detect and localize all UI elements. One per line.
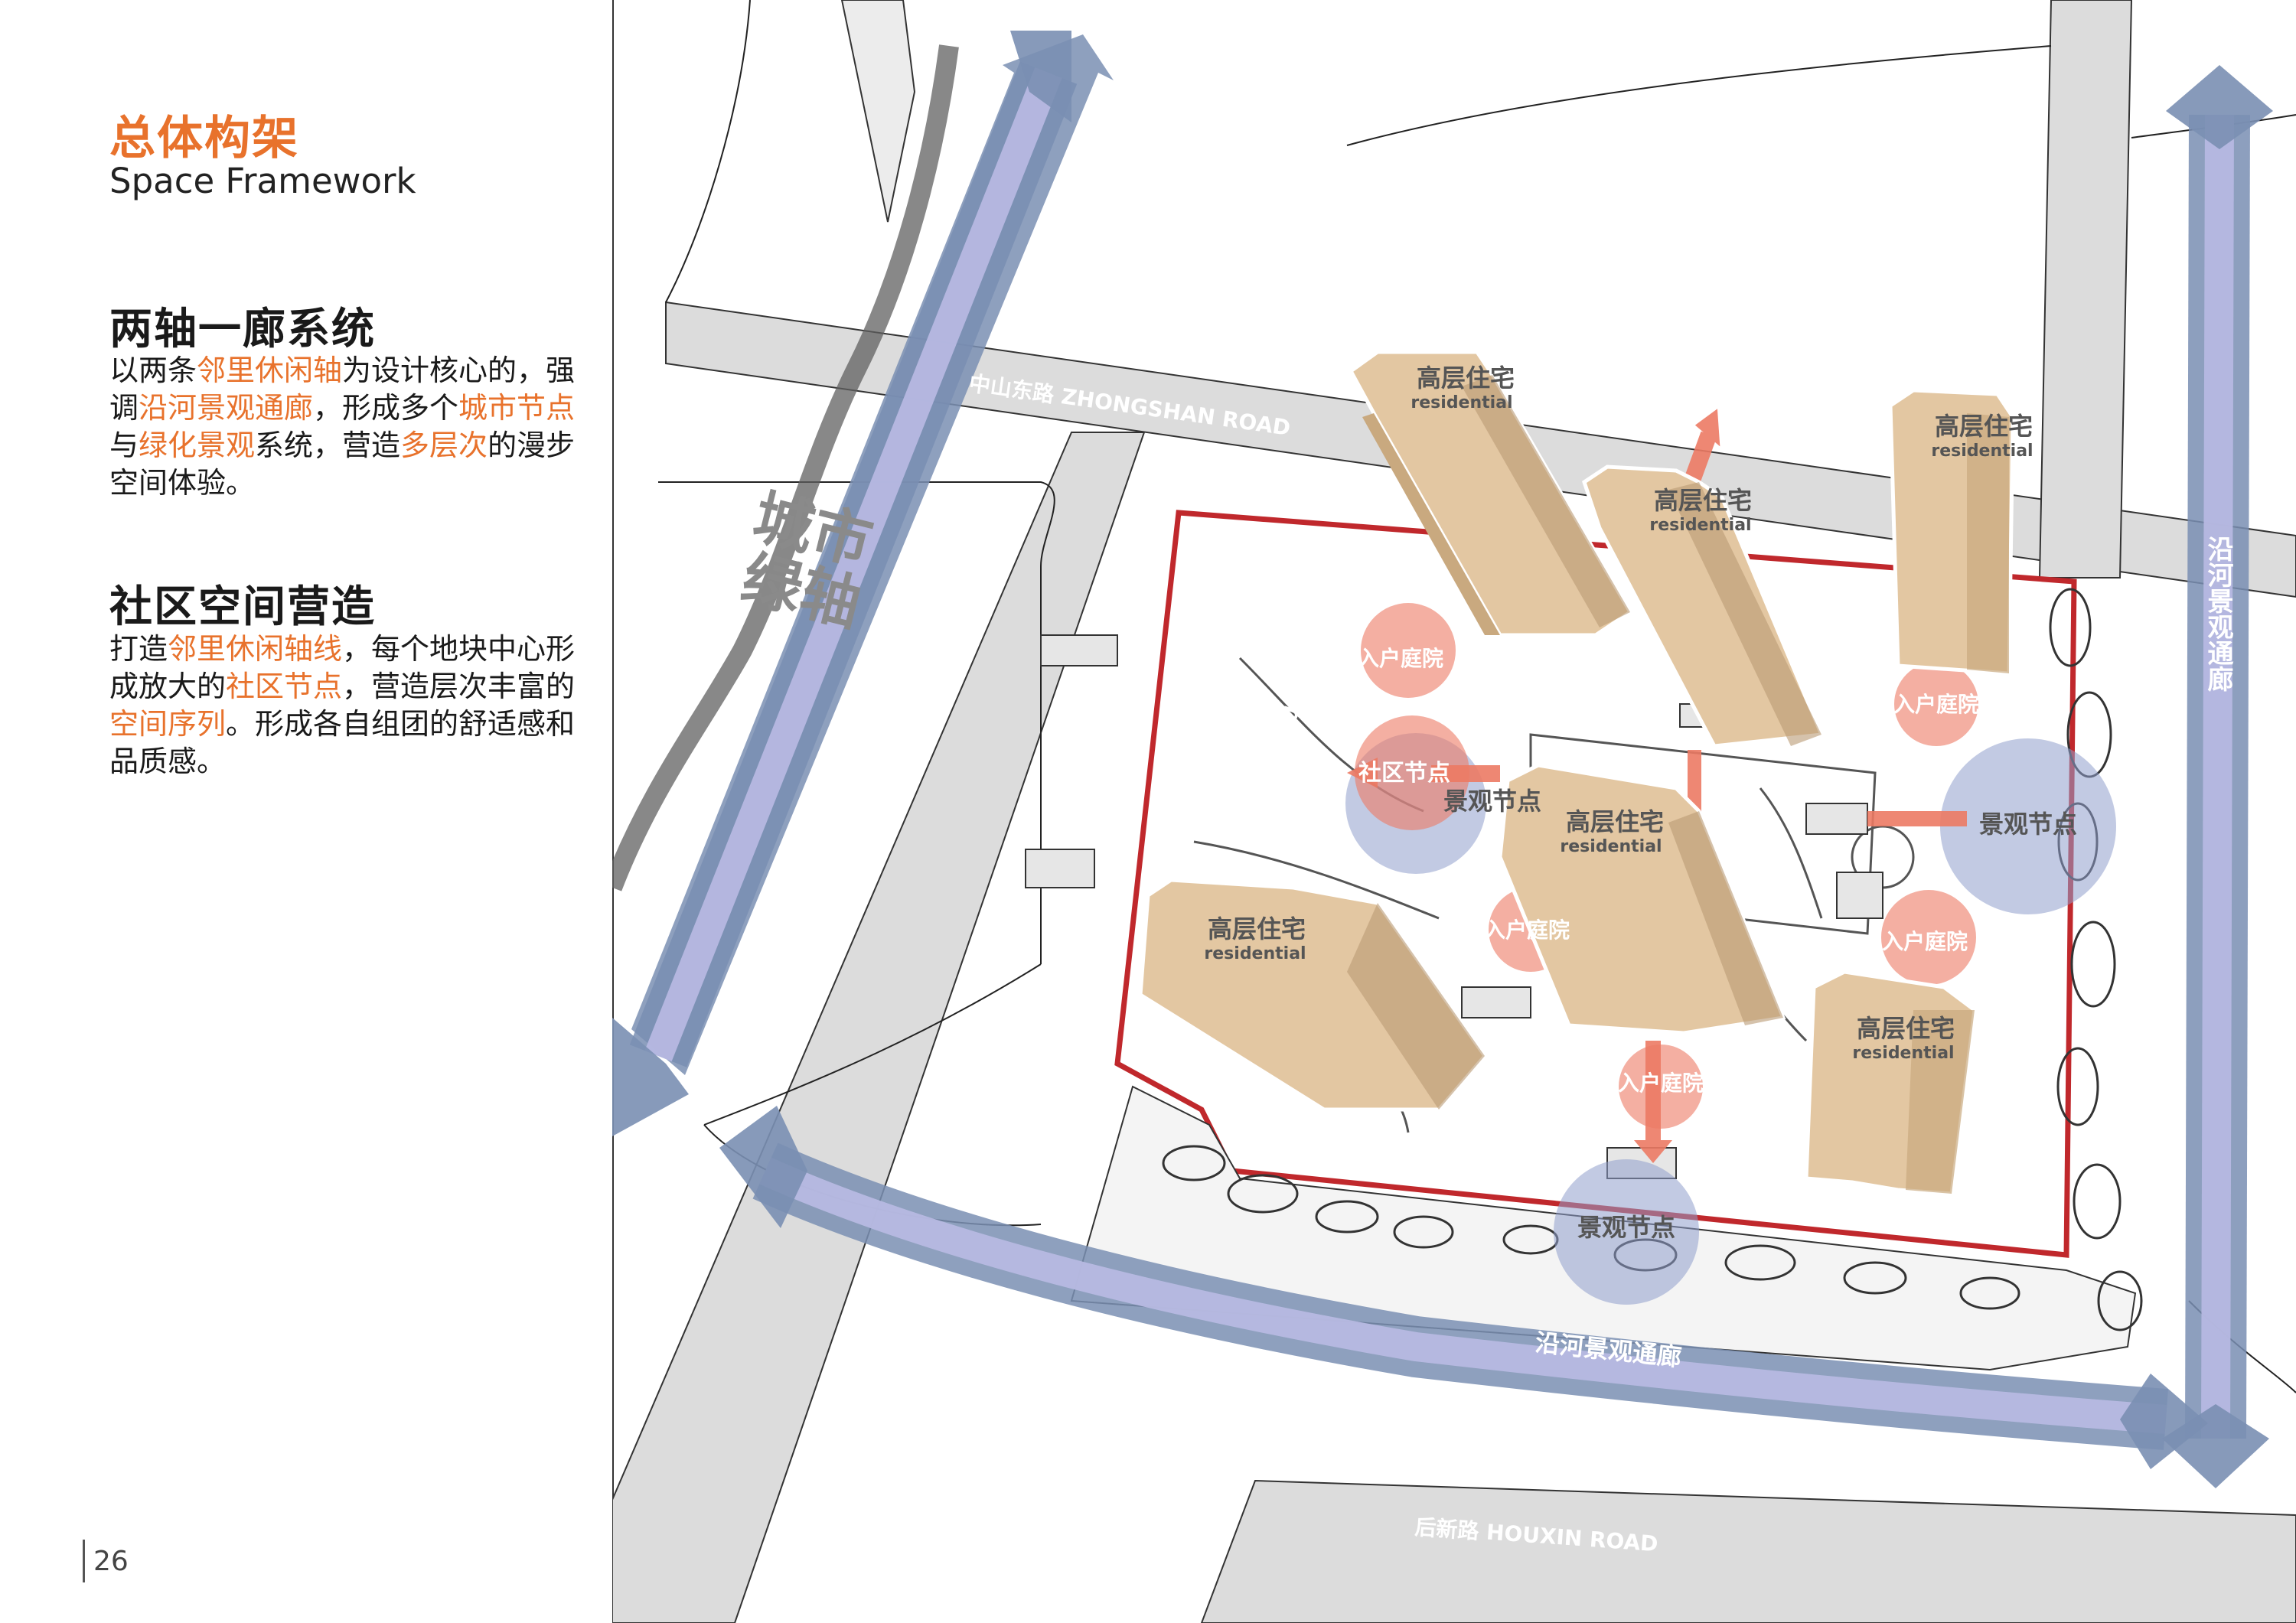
section1-line: 以两条邻里休闲轴为设计核心的，强 <box>109 352 615 389</box>
building-3-label-en: residential <box>1931 442 2033 461</box>
highlight-text: 邻里休闲轴 <box>197 354 343 387</box>
body-text: 打造 <box>109 632 168 666</box>
node-circle-entry-4 <box>1881 890 1976 985</box>
body-text: 品质感。 <box>109 745 227 778</box>
text-panel: 总体构架 Space Framework 两轴一廊系统 以两条邻里休闲轴为设计核… <box>0 0 612 1623</box>
node-circle-community <box>1355 715 1469 830</box>
landscape-node-label-1: 景观节点 <box>1443 787 1541 816</box>
page-number: 26 <box>93 1546 129 1577</box>
section1-paragraph: 以两条邻里休闲轴为设计核心的，强调沿河景观通廊，形成多个城市节点与绿化景观系统，… <box>109 352 615 502</box>
city-axis-strip <box>612 44 959 891</box>
body-text: 成放大的 <box>109 670 227 703</box>
building-5-label-en: residential <box>1204 944 1306 963</box>
body-text: 空间体验。 <box>109 466 256 500</box>
building-1-label-en: residential <box>1411 393 1512 412</box>
river-corridor-right-text: 沿河景观通廊 <box>2203 536 2233 693</box>
river-corridor-bottom <box>719 1106 2208 1469</box>
body-text: 与 <box>109 429 139 462</box>
entry-label-4: 入户庭院 <box>1882 929 1968 954</box>
section2-title: 社区空间营造 <box>109 582 376 632</box>
node-circle-entry-2 <box>1894 662 1978 746</box>
section2-line: 成放大的社区节点，营造层次丰富的 <box>109 668 615 706</box>
building-2-label: 高层住宅 <box>1654 486 1752 515</box>
node-circle-landscape-3 <box>1554 1159 1699 1305</box>
body-text: ，营造层次丰富的 <box>342 670 576 703</box>
section1-line: 空间体验。 <box>109 464 615 502</box>
page-subtitle: Space Framework <box>109 161 416 201</box>
building-6 <box>1804 970 1977 1196</box>
building-4-label: 高层住宅 <box>1566 807 1664 836</box>
body-text: ，形成多个 <box>313 391 459 425</box>
highlight-text: 社区节点 <box>226 670 343 703</box>
highlight-text: 邻里休闲轴线 <box>168 632 343 666</box>
building-2 <box>1582 464 1825 748</box>
building-4-label-en: residential <box>1560 837 1662 856</box>
body-text: 系统，营造 <box>255 429 401 462</box>
landscape-node-label-3: 景观节点 <box>1577 1213 1675 1242</box>
site-plan-map: 中山东路 ZHONGSHAN ROAD 邱隘大道 QIUAI ROAD 后新路 … <box>612 0 2296 1623</box>
building-5 <box>1138 878 1488 1112</box>
building-labels: 高层住宅 residential 高层住宅 residential 高层住宅 r… <box>1204 363 2033 1063</box>
building-3-label: 高层住宅 <box>1935 412 2033 441</box>
section1-line: 调沿河景观通廊，形成多个城市节点 <box>109 389 615 427</box>
body-text: ，每个地块中心形 <box>342 632 576 666</box>
section2-paragraph: 打造邻里休闲轴线，每个地块中心形成放大的社区节点，营造层次丰富的空间序列。形成各… <box>109 631 615 781</box>
building-3 <box>1888 388 2015 676</box>
entry-label-5: 入户庭院 <box>1618 1071 1704 1096</box>
section2-line: 品质感。 <box>109 743 615 781</box>
body-text: 调 <box>109 391 139 425</box>
node-labels: 入户庭院 入户庭院 入户庭院 入户庭院 入户庭院 社区节点 景观节点 景观节点 … <box>1358 646 2077 1242</box>
body-text: 的漫步 <box>488 429 576 462</box>
node-circle-landscape-2 <box>1940 738 2116 914</box>
highlight-text: 绿化景观 <box>139 429 256 462</box>
building-6-label: 高层住宅 <box>1857 1014 1955 1043</box>
entry-label-2: 入户庭院 <box>1893 692 1979 717</box>
body-text: 以两条 <box>109 354 197 387</box>
building-1 <box>1348 350 1633 637</box>
building-1-label: 高层住宅 <box>1417 363 1515 393</box>
community-node-label: 社区节点 <box>1358 760 1450 787</box>
highlight-text: 沿河景观通廊 <box>139 391 314 425</box>
node-circle-entry-1 <box>1361 603 1456 698</box>
buildings <box>1138 350 2015 1196</box>
page-divider <box>83 1540 85 1582</box>
entry-label-3: 入户庭院 <box>1484 917 1570 943</box>
entry-label-1: 入户庭院 <box>1358 646 1443 671</box>
body-text: 。形成各自组团的舒适感和 <box>226 707 576 741</box>
highlight-text: 空间序列 <box>109 707 227 741</box>
section1-title: 两轴一廊系统 <box>109 305 376 354</box>
section1-line: 与绿化景观系统，营造多层次的漫步 <box>109 427 615 464</box>
highlight-text: 城市节点 <box>458 391 576 425</box>
highlight-text: 多层次 <box>400 429 488 462</box>
city-axis-label: 城市 绿轴 <box>735 483 879 640</box>
section2-line: 打造邻里休闲轴线，每个地块中心形 <box>109 631 615 668</box>
landscape-node-label-2: 景观节点 <box>1979 810 2077 839</box>
city-axis-arrow <box>612 31 1114 1136</box>
section2-line: 空间序列。形成各自组团的舒适感和 <box>109 706 615 743</box>
building-4 <box>1498 763 1786 1035</box>
body-text: 为设计核心的，强 <box>342 354 576 387</box>
building-5-label: 高层住宅 <box>1208 914 1306 943</box>
building-2-label-en: residential <box>1649 516 1751 535</box>
page-title: 总体构架 <box>109 112 299 165</box>
river-corridor-right-label: 沿河景观通廊 <box>2203 536 2233 693</box>
building-6-label-en: residential <box>1852 1044 1954 1063</box>
